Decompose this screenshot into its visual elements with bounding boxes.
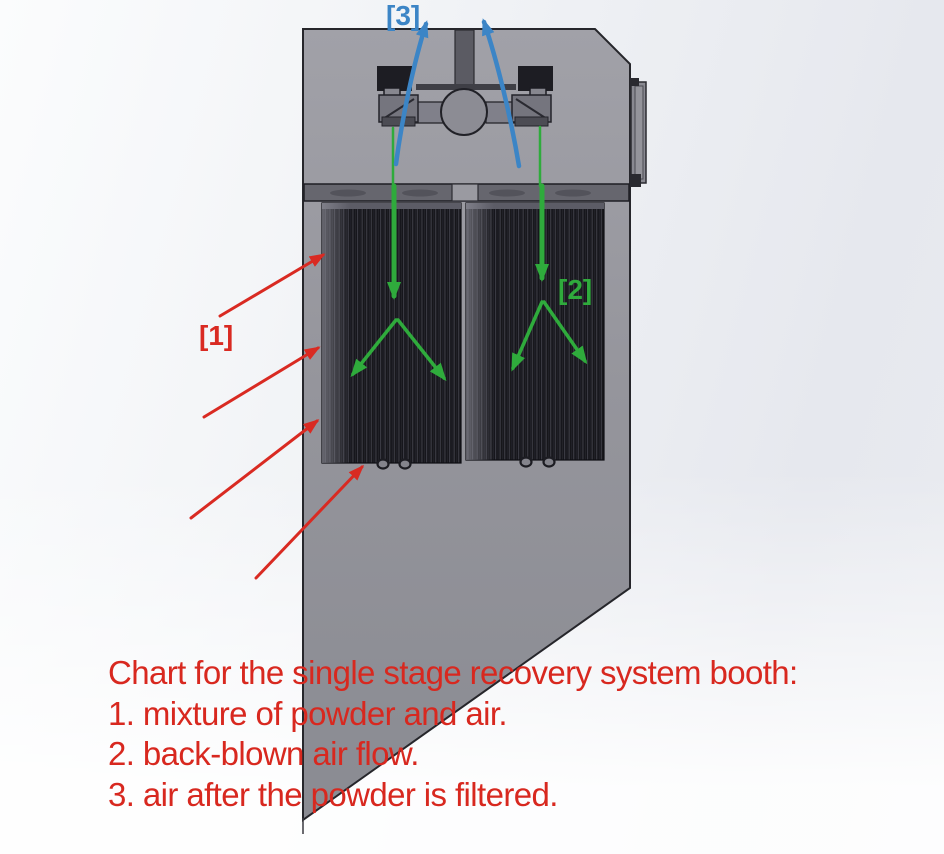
blue-arrows-filtered-air [393, 18, 522, 169]
green-arrow-right-v2 [542, 300, 588, 365]
caption-block: Chart for the single stage recovery syst… [108, 653, 928, 815]
red-arrow-1 [218, 253, 326, 318]
tube-sheet-band [303, 183, 630, 202]
band-center-block [451, 183, 479, 202]
center-inlet-pipe [454, 29, 475, 87]
filter-cartridge-right [465, 202, 605, 468]
blue-arrow-right [481, 18, 522, 169]
manifold-hub [440, 88, 488, 136]
red-arrow-3 [189, 419, 320, 520]
green-arrow-right-v1 [511, 300, 544, 372]
valve-right [511, 66, 553, 127]
caption-item-3: 3. air after the powder is filtered. [108, 775, 558, 813]
blue-arrow-left [393, 20, 429, 167]
caption-title: Chart for the single stage recovery syst… [108, 654, 798, 691]
valve-left [377, 66, 419, 127]
green-arrows-backblown [350, 125, 588, 382]
caption-item-2: 2. back-blown air flow. [108, 735, 419, 772]
label-1-mixture: [1] [199, 320, 234, 351]
pulse-jet-manifold [377, 29, 553, 136]
manifold-plate [416, 84, 516, 90]
red-arrow-2 [202, 346, 321, 419]
red-arrow-4 [254, 464, 365, 580]
red-arrows-mixture [189, 253, 365, 580]
green-arrow-left-v1 [350, 318, 398, 378]
label-3-filtered: [3] [386, 0, 421, 31]
caption-item-1: 1. mixture of powder and air. [108, 694, 508, 732]
green-arrow-left-v2 [396, 318, 447, 382]
side-bracket [630, 78, 647, 187]
label-2-backblown: [2] [558, 274, 593, 305]
